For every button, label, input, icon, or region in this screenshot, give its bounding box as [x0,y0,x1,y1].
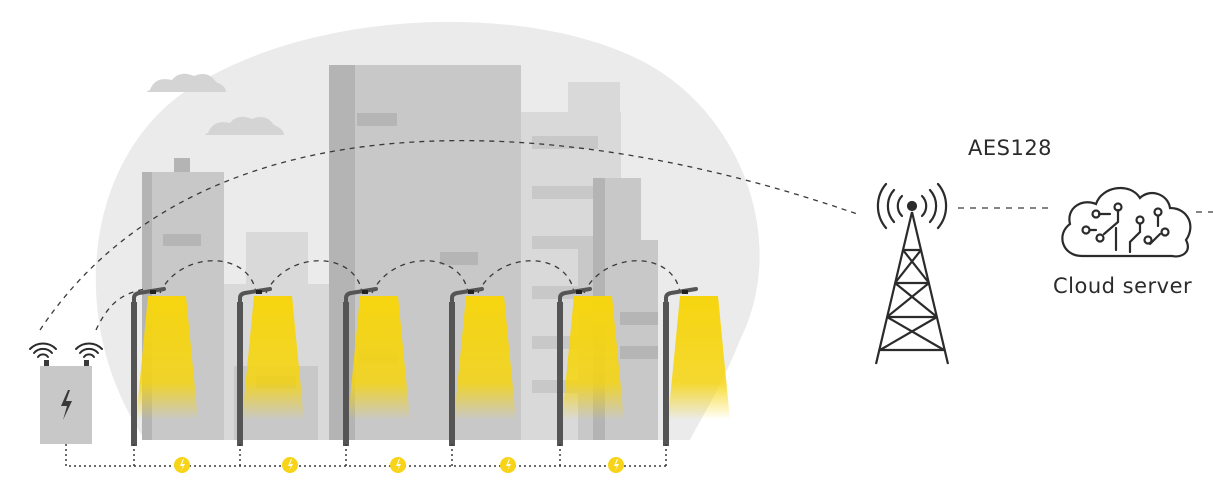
cloud-circuit-icon [1061,186,1192,258]
wireless-link-gateway-to-tower [39,140,861,331]
sky-clouds [147,73,284,135]
streetlight-icon [237,287,304,446]
lightning-bolt-icon [174,457,190,473]
wifi-signal-icon [29,342,57,358]
lightning-bolt-icon [282,457,298,473]
wireless-link-gateway-to-first-light [95,288,146,331]
power-gateway-icon [40,360,92,444]
cloud-server-label: Cloud server [1053,274,1193,298]
radio-tower-icon [874,182,950,365]
streetlight-icon [663,287,730,446]
streetlight-icon [449,287,516,446]
lightning-bolt-icon [500,457,516,473]
lightning-bolt-icon [390,457,406,473]
power-line [65,444,667,467]
streetlight-icon [343,287,410,446]
streetlight-icon [557,287,624,446]
wifi-signal-icon [75,342,103,358]
encryption-label: AES128 [968,136,1053,160]
mesh-links [159,260,681,294]
streetlight-icon [131,287,198,446]
lightning-bolt-icon [608,457,624,473]
